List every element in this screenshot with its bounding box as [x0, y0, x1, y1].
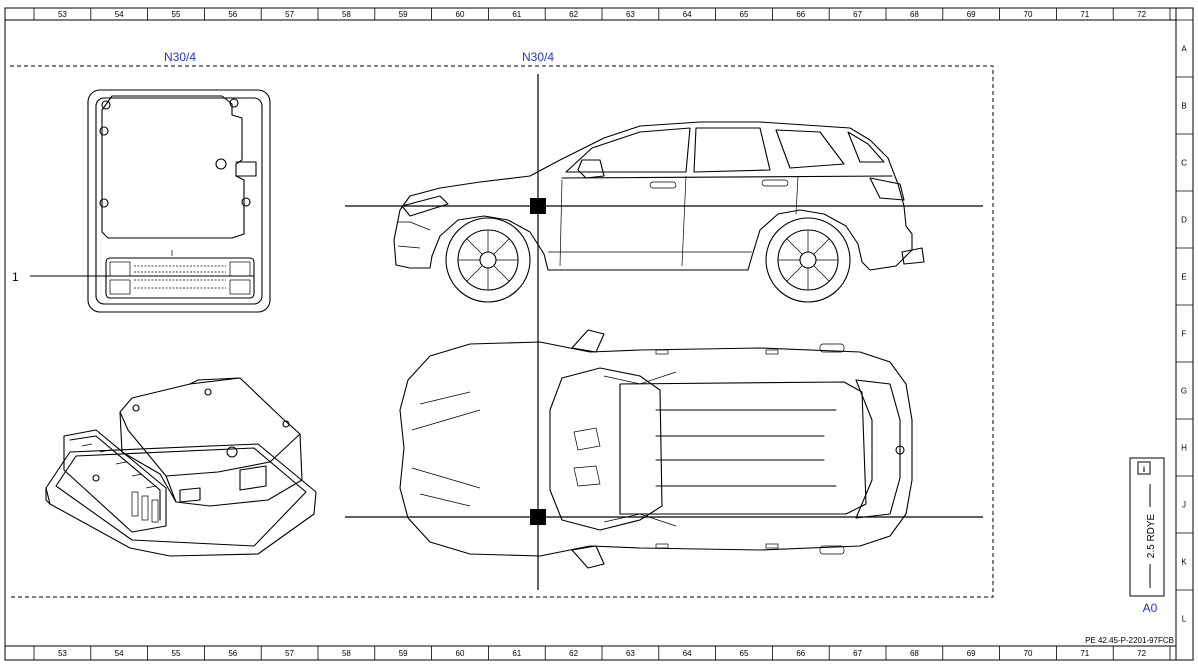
- document-reference: PE 42.45-P-2201-97FCB: [1085, 636, 1174, 645]
- row-label-D: D: [1181, 216, 1187, 225]
- row-label-C: C: [1181, 159, 1187, 168]
- row-label-A: A: [1181, 45, 1187, 54]
- bottom-column-label-71: 71: [1080, 649, 1089, 658]
- wire-info-panel: i 2.5 RDYE: [1129, 457, 1165, 597]
- top-column-label-68: 68: [910, 10, 919, 19]
- top-column-label-56: 56: [228, 10, 237, 19]
- top-column-label-55: 55: [172, 10, 181, 19]
- top-column-label-59: 59: [399, 10, 408, 19]
- vehicle-top-view: [399, 329, 913, 569]
- row-label-G: G: [1181, 387, 1187, 396]
- top-column-label-54: 54: [115, 10, 124, 19]
- bottom-column-label-67: 67: [853, 649, 862, 658]
- bottom-column-label-64: 64: [683, 649, 692, 658]
- row-labels: A B C D E F G H J K L: [1176, 19, 1193, 624]
- top-column-label-64: 64: [683, 10, 692, 19]
- top-column-label-53: 53: [58, 10, 67, 19]
- component-marker-top[interactable]: [530, 509, 546, 525]
- top-column-label-58: 58: [342, 10, 351, 19]
- wire-color-label[interactable]: 2.5 RDYE: [1146, 513, 1157, 558]
- top-column-label-67: 67: [853, 10, 862, 19]
- top-column-label-65: 65: [740, 10, 749, 19]
- component-marker-side[interactable]: [530, 198, 546, 214]
- top-column-label-63: 63: [626, 10, 635, 19]
- bottom-column-label-60: 60: [456, 649, 465, 658]
- bottom-column-label-62: 62: [569, 649, 578, 658]
- bottom-column-label-56: 56: [228, 649, 237, 658]
- ground-ref-label[interactable]: A0: [1143, 601, 1158, 615]
- top-column-label-61: 61: [512, 10, 521, 19]
- bottom-column-label-66: 66: [796, 649, 805, 658]
- top-column-label-57: 57: [285, 10, 294, 19]
- row-label-K: K: [1181, 558, 1187, 567]
- bottom-column-label-58: 58: [342, 649, 351, 658]
- row-label-H: H: [1181, 444, 1187, 453]
- info-icon[interactable]: [1137, 461, 1151, 475]
- vehicle-side-view: [393, 121, 925, 303]
- top-column-label-66: 66: [796, 10, 805, 19]
- row-label-E: E: [1181, 273, 1186, 282]
- component-boundary: [10, 65, 994, 598]
- component-label-left[interactable]: N30/4: [164, 50, 196, 64]
- info-icon-glyph: i: [1143, 465, 1145, 474]
- sheet-frame: [4, 7, 1194, 661]
- row-label-J: J: [1182, 501, 1186, 510]
- control-unit-isometric-view: [45, 377, 317, 557]
- top-column-label-62: 62: [569, 10, 578, 19]
- component-label-center[interactable]: N30/4: [522, 50, 554, 64]
- control-unit-top-view: [87, 89, 271, 313]
- bottom-column-label-53: 53: [58, 649, 67, 658]
- top-column-label-60: 60: [456, 10, 465, 19]
- bottom-column-label-68: 68: [910, 649, 919, 658]
- bottom-column-label-69: 69: [967, 649, 976, 658]
- bottom-column-label-54: 54: [115, 649, 124, 658]
- top-column-label-72: 72: [1137, 10, 1146, 19]
- column-labels: 53 53 54 54 55 55 56 56 57 57 58 58 59 59 60 60 61 61 62 62…: [33, 8, 1171, 660]
- bottom-column-label-59: 59: [399, 649, 408, 658]
- bottom-column-label-57: 57: [285, 649, 294, 658]
- bottom-column-label-55: 55: [172, 649, 181, 658]
- bottom-column-label-63: 63: [626, 649, 635, 658]
- row-label-L: L: [1182, 615, 1187, 624]
- bottom-column-label-61: 61: [512, 649, 521, 658]
- top-column-label-71: 71: [1080, 10, 1089, 19]
- bottom-column-label-72: 72: [1137, 649, 1146, 658]
- row-label-B: B: [1181, 102, 1186, 111]
- top-column-label-70: 70: [1024, 10, 1033, 19]
- bottom-column-label-65: 65: [740, 649, 749, 658]
- callout-1[interactable]: 1: [12, 270, 19, 284]
- row-label-F: F: [1182, 330, 1187, 339]
- bottom-column-label-70: 70: [1024, 649, 1033, 658]
- top-column-label-69: 69: [967, 10, 976, 19]
